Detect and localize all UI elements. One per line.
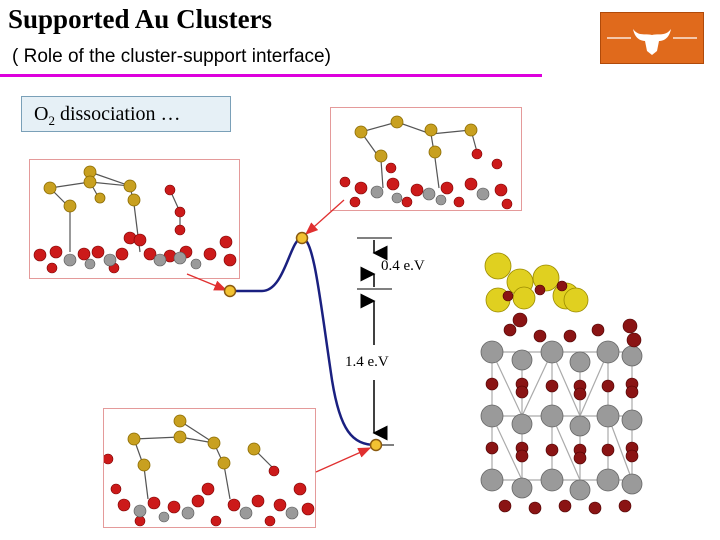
transition-state-point	[297, 233, 308, 244]
transition-state-arrow	[306, 200, 344, 234]
final-state-arrow	[316, 448, 370, 472]
reaction-energy-label: 1.4 e.V	[345, 354, 389, 370]
initial-state-arrow	[187, 274, 226, 290]
energy-curve	[230, 238, 376, 445]
final-state-point	[371, 440, 382, 451]
initial-state-point	[225, 286, 236, 297]
barrier-energy-label: 0.4 e.V	[381, 258, 425, 274]
slab-side-view	[481, 253, 642, 514]
